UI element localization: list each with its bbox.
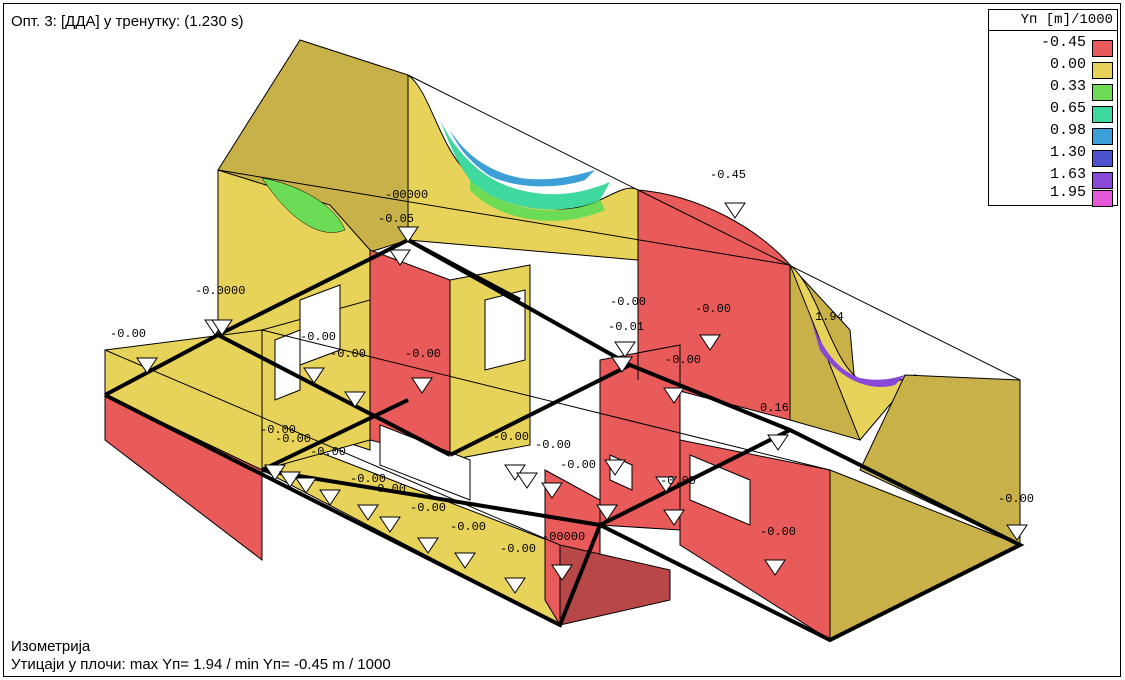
wall-front-red-left bbox=[104, 394, 263, 562]
legend-entry: 0.00 bbox=[987, 54, 1117, 79]
legend-title: Yп [m]/1000 bbox=[989, 10, 1117, 31]
legend-value: 1.63 bbox=[1049, 166, 1086, 183]
support-markers bbox=[136, 202, 1028, 594]
contour-band-purple bbox=[805, 300, 905, 387]
slab-outline bbox=[104, 237, 1025, 643]
page-title: Опт. 3: [ДДА] у тренутку: (1.230 s) bbox=[11, 13, 244, 30]
legend-swatch bbox=[1092, 190, 1113, 207]
legend-entry: 0.98 bbox=[987, 120, 1117, 145]
value-label: -00000 bbox=[385, 188, 428, 202]
contour-band-green bbox=[470, 180, 605, 221]
value-label: -0.00 bbox=[110, 327, 146, 341]
legend-value: 0.65 bbox=[1049, 100, 1086, 117]
legend-swatch bbox=[1092, 128, 1113, 145]
color-legend: Yп [m]/1000 -0.45 0.00 0.33 0.65 0.98 1.… bbox=[987, 9, 1118, 207]
value-label: -0.00 bbox=[493, 430, 529, 444]
result-summary: Утицаји у плочи: max Yп= 1.94 / min Yп= … bbox=[11, 656, 391, 673]
legend-swatch bbox=[1092, 150, 1113, 167]
value-label: -0.45 bbox=[710, 168, 746, 182]
legend-entry: 1.30 bbox=[987, 142, 1117, 167]
value-label: 0.16 bbox=[760, 401, 789, 415]
contour-band-teal bbox=[440, 120, 610, 210]
legend-entry: -0.45 bbox=[987, 32, 1117, 57]
value-label: -0.00 bbox=[660, 474, 696, 488]
deformed-slab-surface bbox=[407, 74, 639, 261]
legend-entry: 0.65 bbox=[987, 98, 1117, 123]
value-label: -0.00 bbox=[330, 347, 366, 361]
legend-value: 1.95 bbox=[1049, 184, 1086, 201]
contour-patch-green bbox=[261, 177, 346, 233]
value-label: -0.00 bbox=[450, 520, 486, 534]
legend-value: 0.33 bbox=[1049, 78, 1086, 95]
value-label: -0.00 bbox=[370, 482, 406, 496]
value-label: -0.05 bbox=[378, 212, 414, 226]
value-label: -0.00 bbox=[350, 472, 386, 486]
value-label: -0.00 bbox=[310, 445, 346, 459]
legend-swatch bbox=[1092, 106, 1113, 123]
view-name: Изометрија bbox=[11, 638, 91, 655]
legend-entry: 1.95 bbox=[987, 182, 1117, 207]
value-label: 1.94 bbox=[815, 310, 844, 324]
legend-entry: 0.33 bbox=[987, 76, 1117, 101]
value-label: -0.00 bbox=[560, 458, 596, 472]
value-label: -0.00 bbox=[260, 423, 296, 437]
value-label: -0.00 bbox=[695, 302, 731, 316]
value-label: -0.00 bbox=[410, 501, 446, 515]
wireframe bbox=[104, 74, 1021, 640]
value-label: -0.01 bbox=[608, 320, 644, 334]
legend-swatch bbox=[1092, 62, 1113, 79]
legend-value: 0.98 bbox=[1049, 122, 1086, 139]
legend-entry: 1.63 bbox=[987, 164, 1117, 189]
value-label: -0.00 bbox=[300, 330, 336, 344]
legend-swatch bbox=[1092, 40, 1113, 57]
value-label: -0.0000 bbox=[195, 284, 245, 298]
value-label: -0.00 bbox=[275, 432, 311, 446]
legend-value: -0.45 bbox=[1040, 34, 1086, 51]
value-label: -0.00 bbox=[610, 295, 646, 309]
contour-band-blue bbox=[450, 130, 595, 187]
legend-value: 0.00 bbox=[1049, 56, 1086, 73]
opening-2 bbox=[274, 329, 301, 401]
value-label: -0.00 bbox=[665, 353, 701, 367]
legend-swatch bbox=[1092, 172, 1113, 189]
legend-value: 1.30 bbox=[1049, 144, 1086, 161]
value-label: -0.00 bbox=[535, 438, 571, 452]
legend-swatch bbox=[1092, 84, 1113, 101]
value-label: -0.00 bbox=[998, 492, 1034, 506]
value-label: -0.00 bbox=[500, 542, 536, 556]
value-labels: -0.45 1.94 -00000 -0.05 -0.0000 -0.00 -0… bbox=[110, 168, 1034, 556]
value-label: -0.00 bbox=[760, 525, 796, 539]
value-label: -0.00 bbox=[405, 347, 441, 361]
value-label: -00000 bbox=[542, 530, 585, 544]
